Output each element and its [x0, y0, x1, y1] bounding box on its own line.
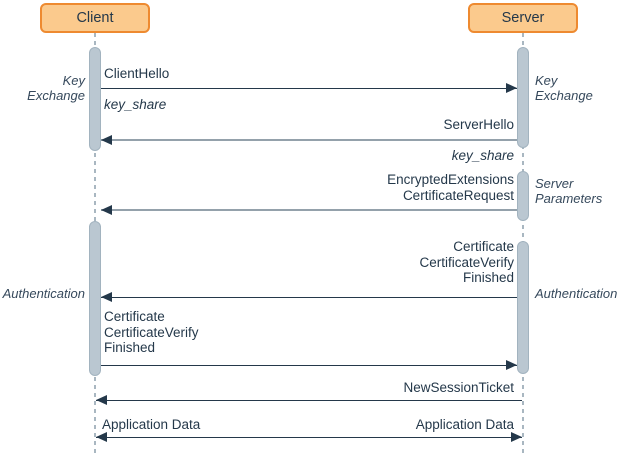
message-name: ServerHello — [443, 116, 514, 132]
message-extension: key_share — [451, 147, 514, 163]
phase-label-key-exchange-server: Key Exchange — [535, 73, 593, 103]
client-activation-key-exchange — [89, 47, 101, 151]
arrow-line — [101, 297, 517, 298]
arrowhead-left-icon — [101, 292, 112, 302]
message-server-parameters: EncryptedExtensions CertificateRequest — [387, 172, 514, 203]
arrow-server-auth — [101, 291, 517, 304]
arrow-application-data — [96, 431, 522, 444]
server-activation-server-parameters — [517, 171, 529, 221]
arrow-client-auth — [101, 359, 517, 372]
message-new-session-ticket: NewSessionTicket — [403, 380, 514, 395]
phase-label-key-exchange-client: Key Exchange — [27, 73, 85, 103]
arrow-line — [101, 88, 517, 89]
server-actor-box: Server — [468, 3, 578, 33]
server-activation-authentication — [517, 241, 529, 374]
client-actor-label: Client — [76, 10, 114, 26]
arrowhead-left-icon — [101, 135, 112, 145]
message-server-auth: Certificate CertificateVerify Finished — [419, 239, 514, 285]
message-client-hello: ClientHello key_share — [104, 50, 169, 128]
client-activation-authentication — [89, 221, 101, 376]
message-application-data-client: Application Data — [102, 417, 201, 432]
arrow-line — [96, 400, 522, 401]
arrow-line — [101, 365, 517, 366]
arrow-line — [101, 139, 517, 141]
arrow-new-session-ticket — [96, 394, 522, 407]
arrow-line — [101, 209, 517, 211]
server-actor-label: Server — [501, 10, 545, 26]
phase-label-server-parameters: Server Parameters — [535, 176, 603, 206]
arrowhead-right-icon — [506, 83, 517, 93]
client-actor-box: Client — [40, 3, 150, 33]
arrow-server-parameters — [101, 204, 517, 217]
message-name: ClientHello — [104, 65, 170, 81]
arrowhead-left-icon — [101, 205, 112, 215]
message-client-auth: Certificate CertificateVerify Finished — [104, 309, 199, 355]
message-server-hello: ServerHello key_share — [300, 101, 514, 179]
message-extension: key_share — [104, 96, 167, 112]
arrowhead-left-icon — [96, 432, 107, 442]
arrow-server-hello — [101, 134, 517, 147]
arrowhead-right-icon — [511, 432, 522, 442]
arrow-line — [96, 437, 522, 438]
phase-label-authentication-server: Authentication — [535, 286, 617, 301]
message-application-data-server: Application Data — [415, 417, 514, 432]
server-activation-key-exchange — [517, 47, 529, 148]
arrow-client-hello — [101, 82, 517, 95]
arrowhead-left-icon — [96, 395, 107, 405]
phase-label-authentication-client: Authentication — [2, 286, 85, 301]
arrowhead-right-icon — [506, 360, 517, 370]
